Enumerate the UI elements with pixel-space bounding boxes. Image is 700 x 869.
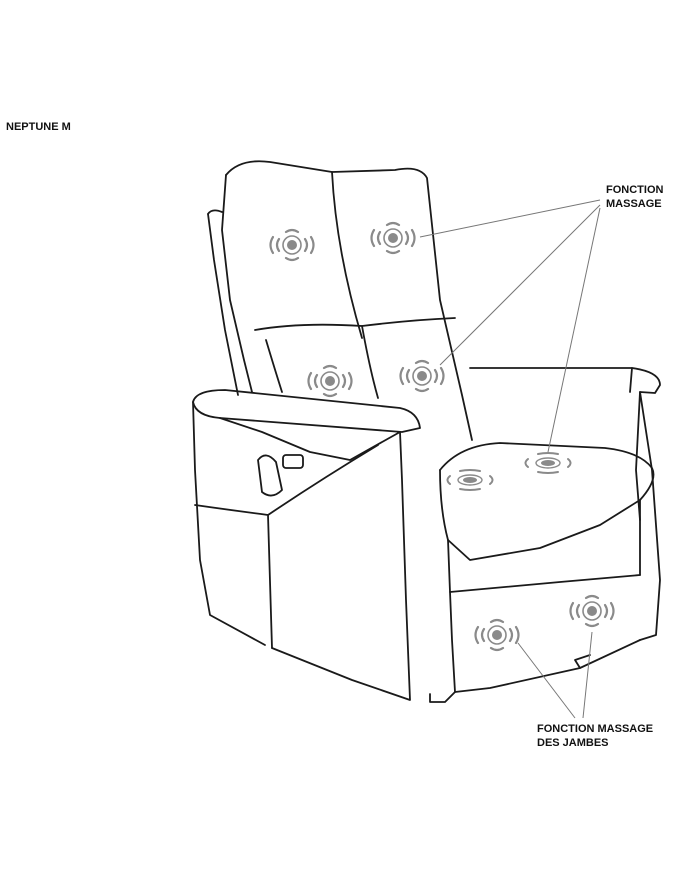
vibration-icon-leg-right (569, 594, 615, 628)
left-armrest (192, 389, 421, 433)
seat-cushion (439, 442, 655, 561)
vibration-icon-back-right (370, 221, 416, 255)
remote-pocket (257, 454, 283, 497)
leg-rest (449, 591, 641, 693)
pointer-line-back (419, 199, 601, 238)
callout-massage-line1: FONCTION (606, 184, 664, 196)
remote-button-icon (282, 454, 304, 469)
callout-legs-line2: DES JAMBES (537, 737, 609, 749)
product-title: NEPTUNE M (6, 121, 71, 133)
pointer-line-leg-right (582, 631, 593, 719)
vibration-icon-back-left (269, 228, 315, 262)
callout-massage-label: FONCTION MASSAGE (606, 183, 663, 211)
vibration-icon-leg-left (474, 618, 520, 652)
callout-legs-label: FONCTION MASSAGE DES JAMBES (537, 722, 653, 750)
vibration-icon-seat-left (446, 469, 494, 491)
vibration-icon-lumbar-right (399, 359, 445, 393)
vibration-icon-lumbar-left (307, 364, 353, 398)
pointer-line-leg-left (517, 642, 576, 719)
vibration-icon-seat-right (524, 452, 572, 474)
pointer-line-lumbar (439, 204, 601, 366)
pointer-line-seat (547, 207, 601, 453)
callout-legs-line1: FONCTION MASSAGE (537, 723, 654, 735)
callout-massage-line2: MASSAGE (606, 198, 662, 210)
backrest-outline (225, 160, 473, 441)
